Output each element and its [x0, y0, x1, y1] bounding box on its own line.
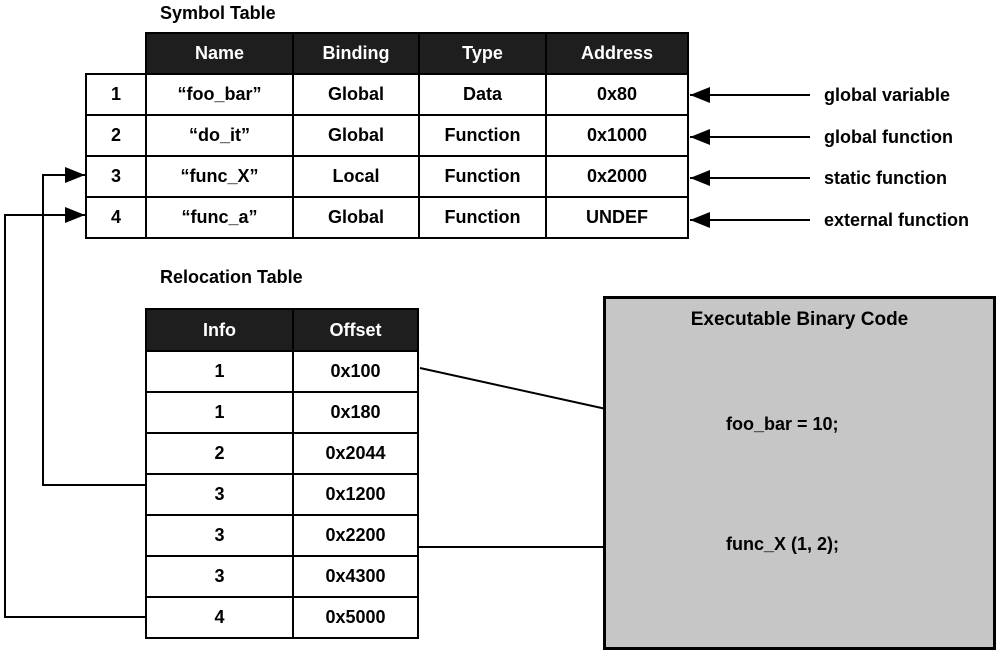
relocation-offset: 0x4300: [292, 555, 419, 598]
relocation-table-header-row: Info Offset: [145, 308, 419, 352]
relocation-info: 1: [145, 391, 294, 434]
executable-box-title: Executable Binary Code: [690, 309, 909, 330]
relocation-info: 3: [145, 555, 294, 598]
code-line-func-x: func_X (1, 2);: [726, 534, 840, 554]
symbol-binding: Global: [292, 73, 420, 116]
relocation-info: 1: [145, 350, 294, 393]
symbol-row-1: 1 “foo_bar” Global Data 0x80: [85, 73, 689, 116]
relocation-offset: 0x2044: [292, 432, 419, 475]
symbol-type: Function: [418, 114, 547, 157]
symbol-binding: Local: [292, 155, 420, 198]
relocation-row-3: 2 0x2044: [145, 432, 419, 475]
symbol-col-name: Name: [145, 32, 294, 75]
relocation-row-4: 3 0x1200: [145, 473, 419, 516]
symbol-table-title: Symbol Table: [160, 3, 276, 23]
connector-reloc-0x5000-symbol-4: [4, 207, 145, 618]
symbol-type: Function: [418, 196, 547, 239]
symbol-table-header-row: Name Binding Type Address: [86, 32, 689, 75]
annotation-external-function: external function: [824, 210, 970, 230]
symbol-col-binding: Binding: [292, 32, 420, 75]
relocation-col-offset: Offset: [292, 308, 419, 352]
relocation-offset: 0x5000: [292, 596, 419, 639]
relocation-info: 2: [145, 432, 294, 475]
relocation-row-6: 3 0x4300: [145, 555, 419, 598]
symbol-name: “func_a”: [145, 196, 294, 239]
relocation-table-title: Relocation Table: [160, 267, 303, 287]
symbol-row-num: 3: [85, 155, 147, 198]
symbol-address: UNDEF: [545, 196, 689, 239]
symbol-binding: Global: [292, 196, 420, 239]
relocation-offset: 0x2200: [292, 514, 419, 557]
symbol-row-num: 1: [85, 73, 147, 116]
relocation-row-2: 1 0x180: [145, 391, 419, 434]
relocation-row-5: 3 0x2200: [145, 514, 419, 557]
symbol-row-4: 4 “func_a” Global Function UNDEF: [85, 196, 689, 239]
symbol-address: 0x80: [545, 73, 689, 116]
relocation-table: Info Offset 1 0x100 1 0x180 2 0x2044 3 0…: [145, 308, 419, 639]
symbol-name: “foo_bar”: [145, 73, 294, 116]
relocation-info: 3: [145, 514, 294, 557]
relocation-row-1: 1 0x100: [145, 350, 419, 393]
symbol-col-address: Address: [545, 32, 689, 75]
symbol-table: Name Binding Type Address 1 “foo_bar” Gl…: [85, 32, 689, 239]
symbol-table-ghost-cell: [86, 33, 146, 74]
relocation-offset: 0x100: [292, 350, 419, 393]
symbol-address: 0x2000: [545, 155, 689, 198]
symbol-row-num: 4: [85, 196, 147, 239]
symbol-type: Function: [418, 155, 547, 198]
relocation-row-7: 4 0x5000: [145, 596, 419, 639]
symbol-name: “func_X”: [145, 155, 294, 198]
annotation-global-variable: global variable: [824, 85, 951, 105]
relocation-col-info: Info: [145, 308, 294, 352]
relocation-info: 3: [145, 473, 294, 516]
symbol-name: “do_it”: [145, 114, 294, 157]
code-line-foo-bar: foo_bar = 10;: [726, 414, 839, 434]
symbol-row-2: 2 “do_it” Global Function 0x1000: [85, 114, 689, 157]
symbol-row-3: 3 “func_X” Local Function 0x2000: [85, 155, 689, 198]
relocation-offset: 0x1200: [292, 473, 419, 516]
relocation-info: 4: [145, 596, 294, 639]
annotation-static-function: static function: [824, 168, 948, 188]
relocation-offset: 0x180: [292, 391, 419, 434]
symbol-binding: Global: [292, 114, 420, 157]
annotation-global-function: global function: [824, 127, 953, 147]
symbol-col-type: Type: [418, 32, 547, 75]
symbol-address: 0x1000: [545, 114, 689, 157]
symbol-row-num: 2: [85, 114, 147, 157]
symbol-type: Data: [418, 73, 547, 116]
executable-binary-code-box: Executable Binary Code foo_bar = 10; fun…: [603, 296, 996, 650]
